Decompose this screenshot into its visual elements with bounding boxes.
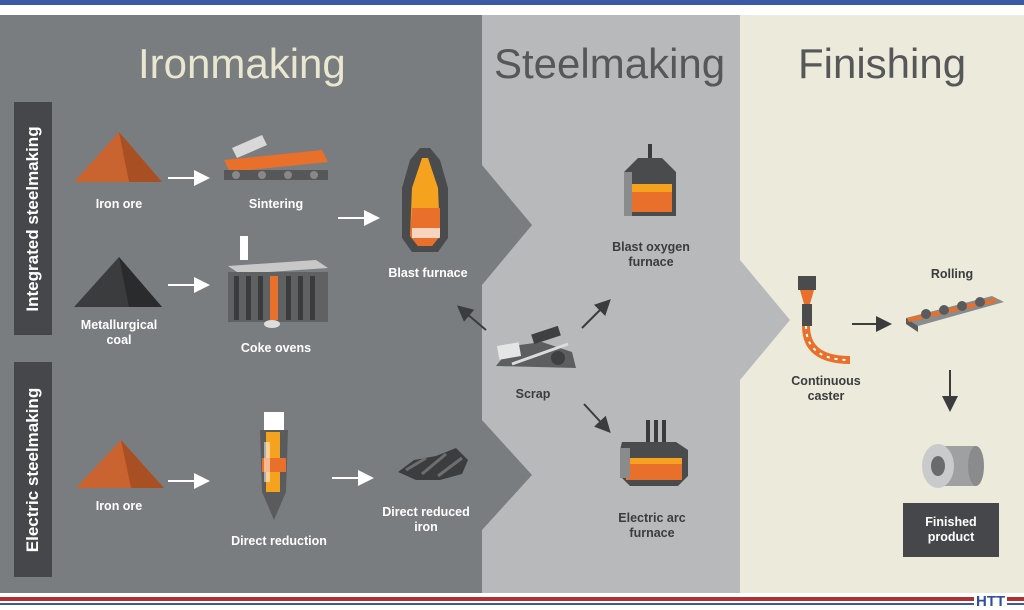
label-iron-ore-2: Iron ore (95, 499, 143, 513)
arrow-scrap-bof (581, 299, 611, 329)
label-eaf-line2: furnace (629, 526, 675, 540)
label-electric-arc-furnace: Electric arc furnace (600, 511, 704, 541)
section-title-finishing: Finishing (798, 40, 967, 87)
label-sintering: Sintering (248, 197, 304, 211)
label-bof-line1: Blast oxygen (612, 240, 690, 254)
steel-coil-icon (922, 444, 984, 488)
section-title-steelmaking: Steelmaking (494, 40, 726, 87)
rolling-mill-icon (906, 296, 1004, 332)
continuous-caster-icon (798, 276, 851, 364)
coke-ovens-icon (228, 236, 328, 328)
blast-furnace-icon (402, 148, 448, 252)
iron-ore-pile-2-icon (76, 440, 164, 488)
label-caster-line2: caster (807, 389, 845, 403)
finished-product-box: Finished product (903, 503, 999, 557)
side-tab-integrated: Integrated steelmaking (14, 102, 52, 335)
label-rolling: Rolling (930, 267, 974, 281)
electric-arc-furnace-icon (620, 420, 688, 486)
label-caster-line1: Continuous (791, 374, 861, 388)
label-blast-oxygen-furnace: Blast oxygen furnace (598, 240, 704, 270)
label-metallurgical-coal: Metallurgical coal (74, 318, 164, 348)
label-finished-product: Finished product (903, 515, 999, 545)
arrow-scrap-eaf (583, 403, 611, 433)
sintering-machine-icon (224, 135, 328, 180)
blast-oxygen-furnace-icon (624, 144, 676, 216)
section-title-ironmaking: Ironmaking (138, 40, 346, 87)
direct-reduced-iron-icon (398, 448, 468, 480)
label-scrap: Scrap (515, 387, 551, 401)
label-finished-line1: Finished (925, 515, 977, 529)
label-finished-line2: product (927, 530, 975, 544)
scrap-pile-icon (496, 325, 576, 368)
direct-reduction-shaft-icon (260, 412, 288, 520)
chevron-steel-finish (740, 260, 790, 380)
label-iron-ore-1: Iron ore (95, 197, 143, 211)
label-metallurgical-coal-line1: Metallurgical (80, 318, 158, 332)
label-metallurgical-coal-line2: coal (106, 333, 132, 347)
label-direct-reduced-iron-line2: iron (414, 520, 438, 534)
top-stripe (0, 0, 1024, 5)
label-bof-line2: furnace (628, 255, 674, 269)
coal-pile-icon (74, 257, 162, 307)
steelmaking-zone (482, 15, 740, 593)
label-blast-furnace: Blast furnace (388, 266, 468, 280)
chevron-iron-steel-bottom (482, 420, 532, 530)
iron-ore-pile-icon (74, 132, 162, 182)
label-continuous-caster: Continuous caster (780, 374, 872, 404)
htt-logo: HTT (974, 593, 1008, 610)
side-tab-electric: Electric steelmaking (14, 362, 52, 577)
label-direct-reduced-iron: Direct reduced iron (374, 505, 478, 535)
label-direct-reduced-iron-line1: Direct reduced (382, 505, 470, 519)
arrow-scrap-blast (456, 305, 487, 331)
bottom-stripe-blue (0, 603, 1024, 605)
label-eaf-line1: Electric arc (618, 511, 686, 525)
bottom-stripe-red (0, 597, 1024, 601)
chevron-iron-steel-top (482, 165, 532, 285)
label-direct-reduction: Direct reduction (231, 534, 327, 548)
label-coke-ovens: Coke ovens (240, 341, 312, 355)
